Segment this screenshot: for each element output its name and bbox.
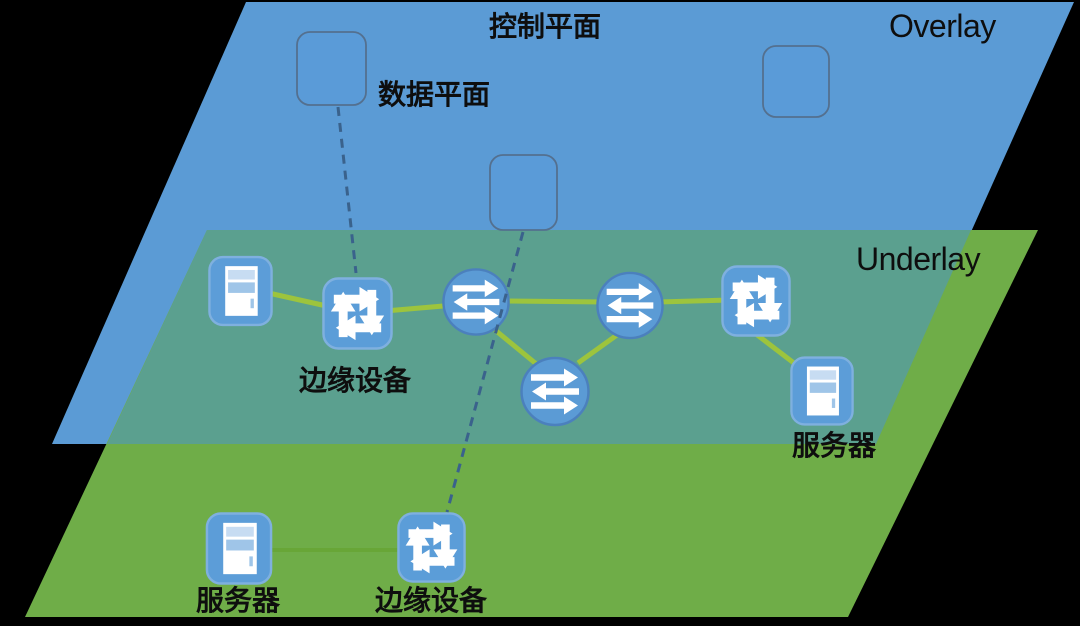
switch-circle-arrows-icon bbox=[595, 270, 665, 341]
data-plane-label: 数据平面 bbox=[378, 79, 491, 110]
switch-circle-arrows-icon bbox=[519, 355, 591, 428]
link-switch1-switch2 bbox=[504, 298, 606, 305]
edge-device-cycle-arrows-icon bbox=[322, 276, 393, 351]
edge-device-label: 边缘设备 bbox=[299, 365, 412, 396]
controller-box-icon bbox=[296, 31, 367, 106]
server-label: 服务器 bbox=[792, 430, 877, 461]
server-tower-icon bbox=[205, 512, 273, 585]
server-label: 服务器 bbox=[196, 585, 281, 616]
link-switch2-edge2 bbox=[657, 297, 731, 305]
edge-device-label: 边缘设备 bbox=[375, 585, 488, 616]
underlay-plane-label: Underlay bbox=[856, 241, 981, 277]
control-session-line bbox=[336, 106, 358, 274]
edge-device-cycle-arrows-icon bbox=[397, 510, 466, 585]
controller-box-icon bbox=[489, 154, 558, 231]
controller-box-icon bbox=[762, 45, 830, 118]
overlay-plane-label: Overlay bbox=[889, 8, 996, 44]
server-tower-icon bbox=[790, 355, 854, 427]
control-plane-label: 控制平面 bbox=[489, 11, 602, 42]
server-tower-icon bbox=[208, 255, 273, 327]
switch-circle-arrows-icon bbox=[441, 266, 511, 338]
edge-device-cycle-arrows-icon bbox=[721, 263, 791, 339]
